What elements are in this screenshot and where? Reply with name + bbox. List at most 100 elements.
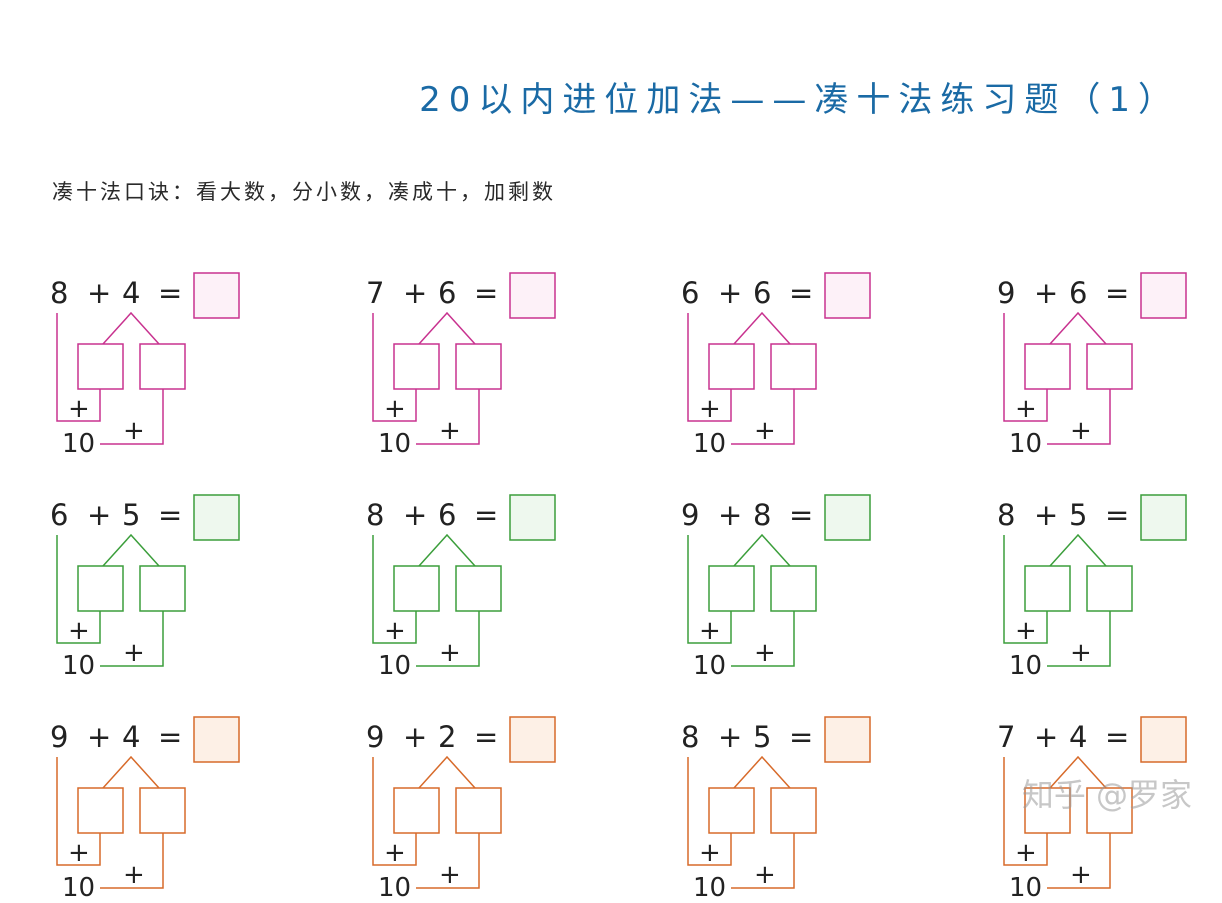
split-box-left [393,565,440,612]
split-lines [102,533,160,567]
split-box-right [139,343,186,390]
problem-r2-c1: 6+5=+10+ [50,490,280,680]
split-box-left [393,343,440,390]
split-box-left [77,343,124,390]
split-lines [418,311,476,345]
split-box-right [455,343,502,390]
addend-b: 5 [1069,498,1088,532]
split-box-left [708,787,755,834]
split-box-left [393,787,440,834]
ten-label: 10 [1009,651,1043,681]
bracket-remainder [731,389,795,445]
bracket-ten [1003,313,1048,422]
bracket-ten [372,313,417,422]
problem-r2-c4: 8+5=+10+ [997,490,1222,680]
answer-box [193,716,240,763]
split-box-left [1024,343,1071,390]
split-box-left [77,565,124,612]
split-box-right [1086,565,1133,612]
decomposition-diagram [56,494,240,667]
addend-b: 4 [1069,720,1088,754]
decomposition-diagram [1003,272,1187,445]
answer-box [824,716,871,763]
split-lines [418,755,476,789]
addend-b: 5 [122,498,141,532]
bracket-plus: + [384,616,406,646]
bracket-remainder [1047,611,1111,667]
addend-b: 4 [122,720,141,754]
addend-a: 8 [366,498,385,532]
remainder-plus: + [123,638,145,668]
addend-a: 7 [997,720,1016,754]
split-box-right [139,787,186,834]
plus-sign: + [403,720,428,754]
answer-box [1140,272,1187,319]
decomposition-diagram [687,272,871,445]
answer-box [509,716,556,763]
addend-b: 4 [122,276,141,310]
ten-label: 10 [62,873,96,903]
ten-label: 10 [378,873,412,903]
problem-r3-c2: 9+2=+10+ [366,712,596,902]
addend-a: 8 [50,276,69,310]
remainder-plus: + [439,860,461,890]
equals-sign: = [1105,276,1130,310]
remainder-plus: + [754,860,776,890]
remainder-plus: + [439,638,461,668]
problem-r3-c3: 8+5=+10+ [681,712,911,902]
addend-a: 8 [997,498,1016,532]
page-title: 20以内进位加法——凑十法练习题（1） [419,80,1180,120]
remainder-plus: + [754,416,776,446]
split-box-right [1086,343,1133,390]
bracket-ten [1003,535,1048,644]
decomposition-diagram [372,494,556,667]
decomposition-diagram [56,272,240,445]
problem-r1-c1: 8+4=+10+ [50,268,280,458]
bracket-remainder [416,389,480,445]
plus-sign: + [87,498,112,532]
plus-sign: + [1034,276,1059,310]
plus-sign: + [87,276,112,310]
equals-sign: = [158,276,183,310]
decomposition-diagram [56,716,240,889]
decomposition-diagram [687,716,871,889]
decomposition-diagram [687,494,871,667]
split-box-left [1024,565,1071,612]
plus-sign: + [718,498,743,532]
split-box-left [1024,787,1071,834]
equals-sign: = [789,720,814,754]
split-lines [733,311,791,345]
decomposition-diagram [372,272,556,445]
bracket-ten [687,313,732,422]
bracket-plus: + [699,394,721,424]
equals-sign: = [1105,498,1130,532]
plus-sign: + [87,720,112,754]
answer-box [193,272,240,319]
watermark: 知乎 @罗家 [1021,776,1192,814]
problem-r3-c1: 9+4=+10+ [50,712,280,902]
plus-sign: + [403,498,428,532]
mnemonic-text: 凑十法口诀：看大数，分小数，凑成十，加剩数 [52,180,556,204]
split-box-right [139,565,186,612]
ten-label: 10 [1009,429,1043,459]
addend-b: 6 [1069,276,1088,310]
equals-sign: = [1105,720,1130,754]
addend-a: 8 [681,720,700,754]
split-box-left [708,565,755,612]
problem-r3-c4: 7+4=+10+ [997,712,1222,902]
addend-a: 6 [681,276,700,310]
bracket-plus: + [384,394,406,424]
equals-sign: = [789,498,814,532]
addend-b: 6 [753,276,772,310]
answer-box [509,494,556,541]
bracket-ten [56,535,101,644]
decomposition-diagram [1003,716,1187,889]
bracket-remainder [100,389,164,445]
bracket-plus: + [68,394,90,424]
bracket-plus: + [68,616,90,646]
plus-sign: + [1034,498,1059,532]
problem-r1-c2: 7+6=+10+ [366,268,596,458]
split-lines [733,533,791,567]
equals-sign: = [474,276,499,310]
ten-label: 10 [378,651,412,681]
